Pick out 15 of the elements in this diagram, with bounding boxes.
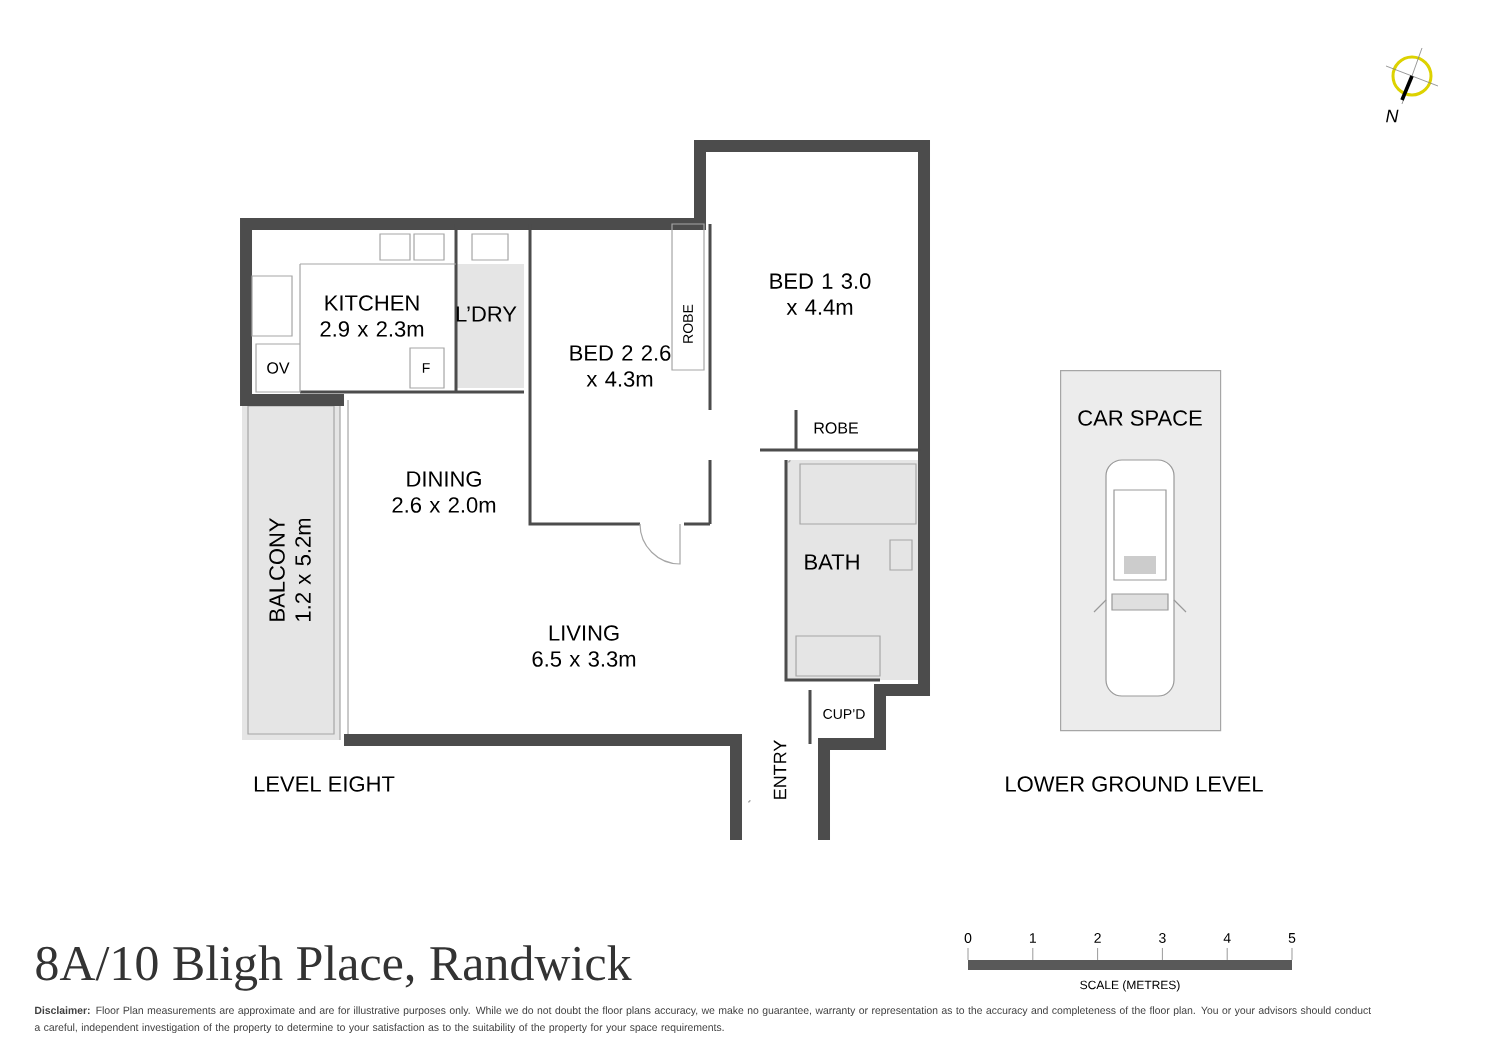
room-label: LIVING 6.5 x 3.3m: [532, 625, 636, 667]
address-title: 8A/10 Bligh Place, Randwick: [36, 945, 632, 991]
room-label: KITCHEN 2.9 x 2.3m: [320, 295, 424, 337]
room-label: BALCONY 1.2 x 5.2m: [269, 517, 311, 621]
room-label: L’DRY: [456, 306, 517, 322]
room-label: BED 1 3.0 x 4.4m: [770, 273, 871, 315]
north-label: N: [1386, 109, 1399, 123]
fixture-label: OV: [267, 362, 290, 374]
level-label: LEVEL EIGHT: [254, 776, 395, 792]
room-label: DINING 2.6 x 2.0m: [392, 471, 496, 513]
room-label: BED 2 2.6 x 4.3m: [570, 345, 671, 387]
level-label: LOWER GROUND LEVEL: [1006, 776, 1263, 792]
room-label: BATH: [805, 554, 859, 570]
room-label: ENTRY: [773, 740, 787, 799]
fixture-label: ROBE: [814, 422, 858, 434]
